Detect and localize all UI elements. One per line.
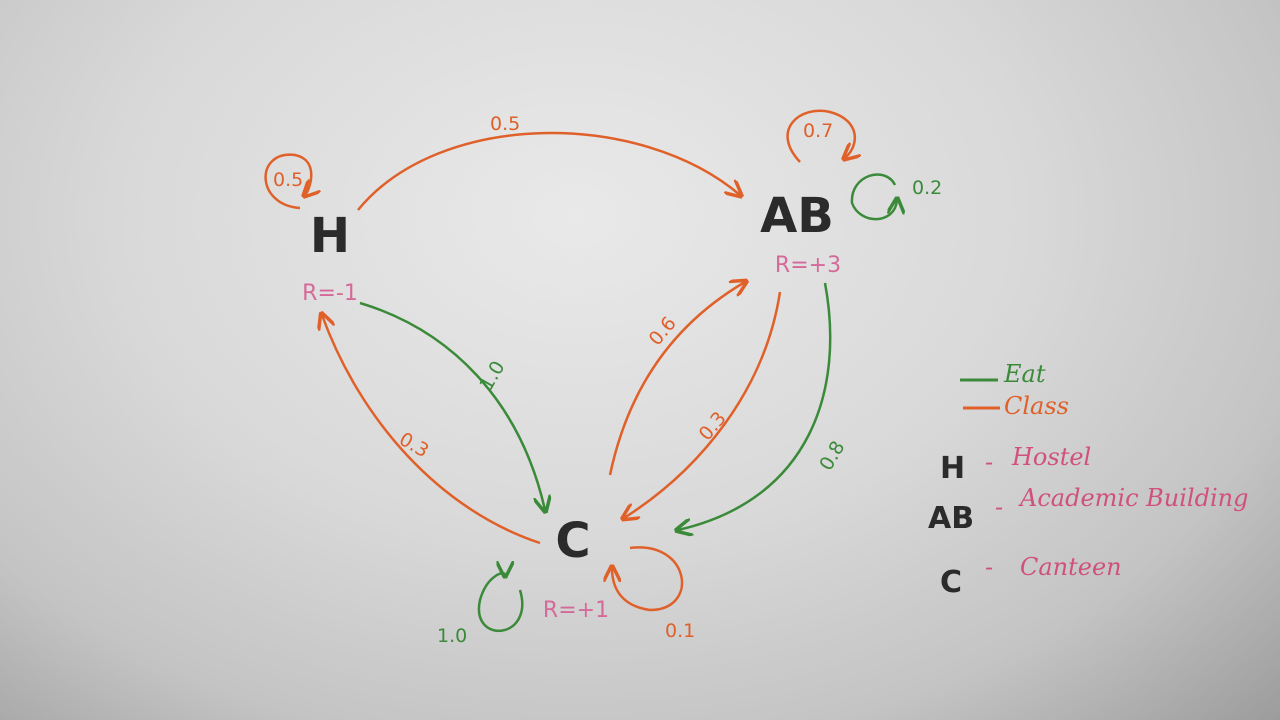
node-academic-building: AB	[760, 188, 834, 244]
edge-ab-ab-eat	[850, 173, 897, 221]
edge-c-c-class	[612, 546, 684, 612]
legend-dash-canteen: -	[985, 553, 993, 581]
legend-name-academic-building: Academic Building	[1018, 484, 1248, 512]
legend-eat-label: Eat	[1003, 360, 1046, 388]
edge-c-h-class	[322, 315, 541, 545]
reward-academic-building: R=+3	[775, 253, 841, 278]
edge-ab-c-class	[624, 291, 782, 518]
prob-ab-ab-eat: 0.2	[912, 177, 942, 199]
prob-h-h-class: 0.5	[273, 169, 303, 191]
prob-c-h-class: 0.3	[395, 428, 432, 462]
legend-dash-academic-building: -	[995, 493, 1003, 521]
edge-c-c-eat	[477, 573, 524, 633]
edge-h-ab-class	[357, 131, 740, 211]
legend-key-academic-building: AB	[928, 501, 974, 536]
prob-c-c-eat: 1.0	[437, 625, 467, 647]
prob-c-ab-class: 0.6	[645, 313, 681, 350]
prob-ab-c-class: 0.3	[695, 408, 731, 445]
edge-c-ab-class	[608, 282, 745, 476]
edge-h-c-eat	[359, 301, 545, 510]
node-hostel: H	[310, 208, 350, 264]
node-canteen: C	[555, 513, 590, 569]
prob-h-c-eat: 1.0	[475, 357, 509, 394]
legend-class-label: Class	[1004, 392, 1069, 420]
legend-key-canteen: C	[940, 565, 962, 600]
legend-name-canteen: Canteen	[1020, 553, 1122, 581]
reward-hostel: R=-1	[302, 281, 358, 306]
legend-name-hostel: Hostel	[1011, 443, 1091, 471]
prob-h-ab-class: 0.5	[490, 113, 520, 135]
legend: Eat Class H - Hostel AB - Academic Build…	[928, 360, 1248, 600]
legend-key-hostel: H	[940, 451, 965, 486]
reward-canteen: R=+1	[543, 598, 609, 623]
prob-c-c-class: 0.1	[665, 620, 695, 642]
legend-dash-hostel: -	[985, 448, 993, 476]
prob-ab-ab-class: 0.7	[803, 120, 833, 142]
prob-ab-c-eat: 0.8	[815, 437, 849, 474]
edge-ab-c-eat	[678, 282, 832, 530]
edge-ab-ab-class	[786, 109, 855, 162]
edge-h-h-class	[264, 153, 312, 210]
